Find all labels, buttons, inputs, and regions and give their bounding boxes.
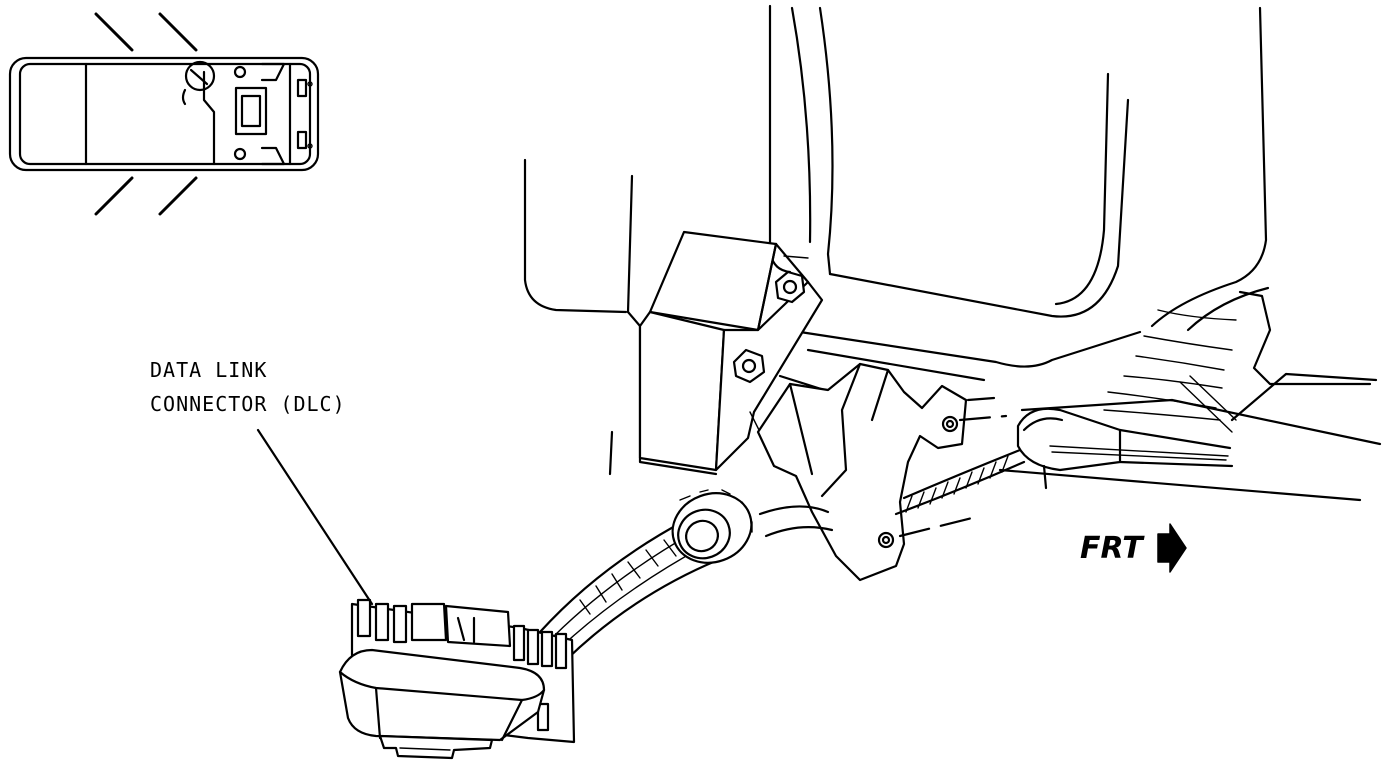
harness-mounting-plate xyxy=(756,362,1008,582)
callout-label-line1: DATA LINK xyxy=(150,358,267,382)
steering-wheel-icon xyxy=(184,60,216,92)
callout-leader-line xyxy=(256,428,374,606)
latch-slot xyxy=(536,702,550,732)
nut-lower-icon xyxy=(732,348,766,384)
mount-hole-lower xyxy=(877,531,895,549)
main-wiring-harness xyxy=(894,407,1234,516)
dlc-harness xyxy=(538,489,834,662)
front-arrow-icon xyxy=(1157,523,1187,573)
vehicle-locator-icon xyxy=(8,12,320,216)
dlc-callout: DATA LINK CONNECTOR (DLC) xyxy=(150,358,374,606)
nut-upper-icon xyxy=(774,270,806,304)
connector-body xyxy=(338,648,546,742)
callout-label-line2: CONNECTOR (DLC) xyxy=(150,392,346,416)
locator-view-lines xyxy=(94,12,198,216)
console-outline xyxy=(234,86,268,136)
harness-grommet xyxy=(671,489,753,564)
dlc-mounting-bracket xyxy=(638,230,824,472)
vehicle-roof-outline xyxy=(18,62,312,166)
front-direction-indicator: FRT xyxy=(1080,523,1187,573)
vehicle-body-outline xyxy=(8,56,320,172)
mount-hole-upper xyxy=(941,415,959,433)
data-link-connector xyxy=(338,598,576,760)
connector-tabs xyxy=(356,598,568,670)
front-label: FRT xyxy=(1080,531,1145,566)
